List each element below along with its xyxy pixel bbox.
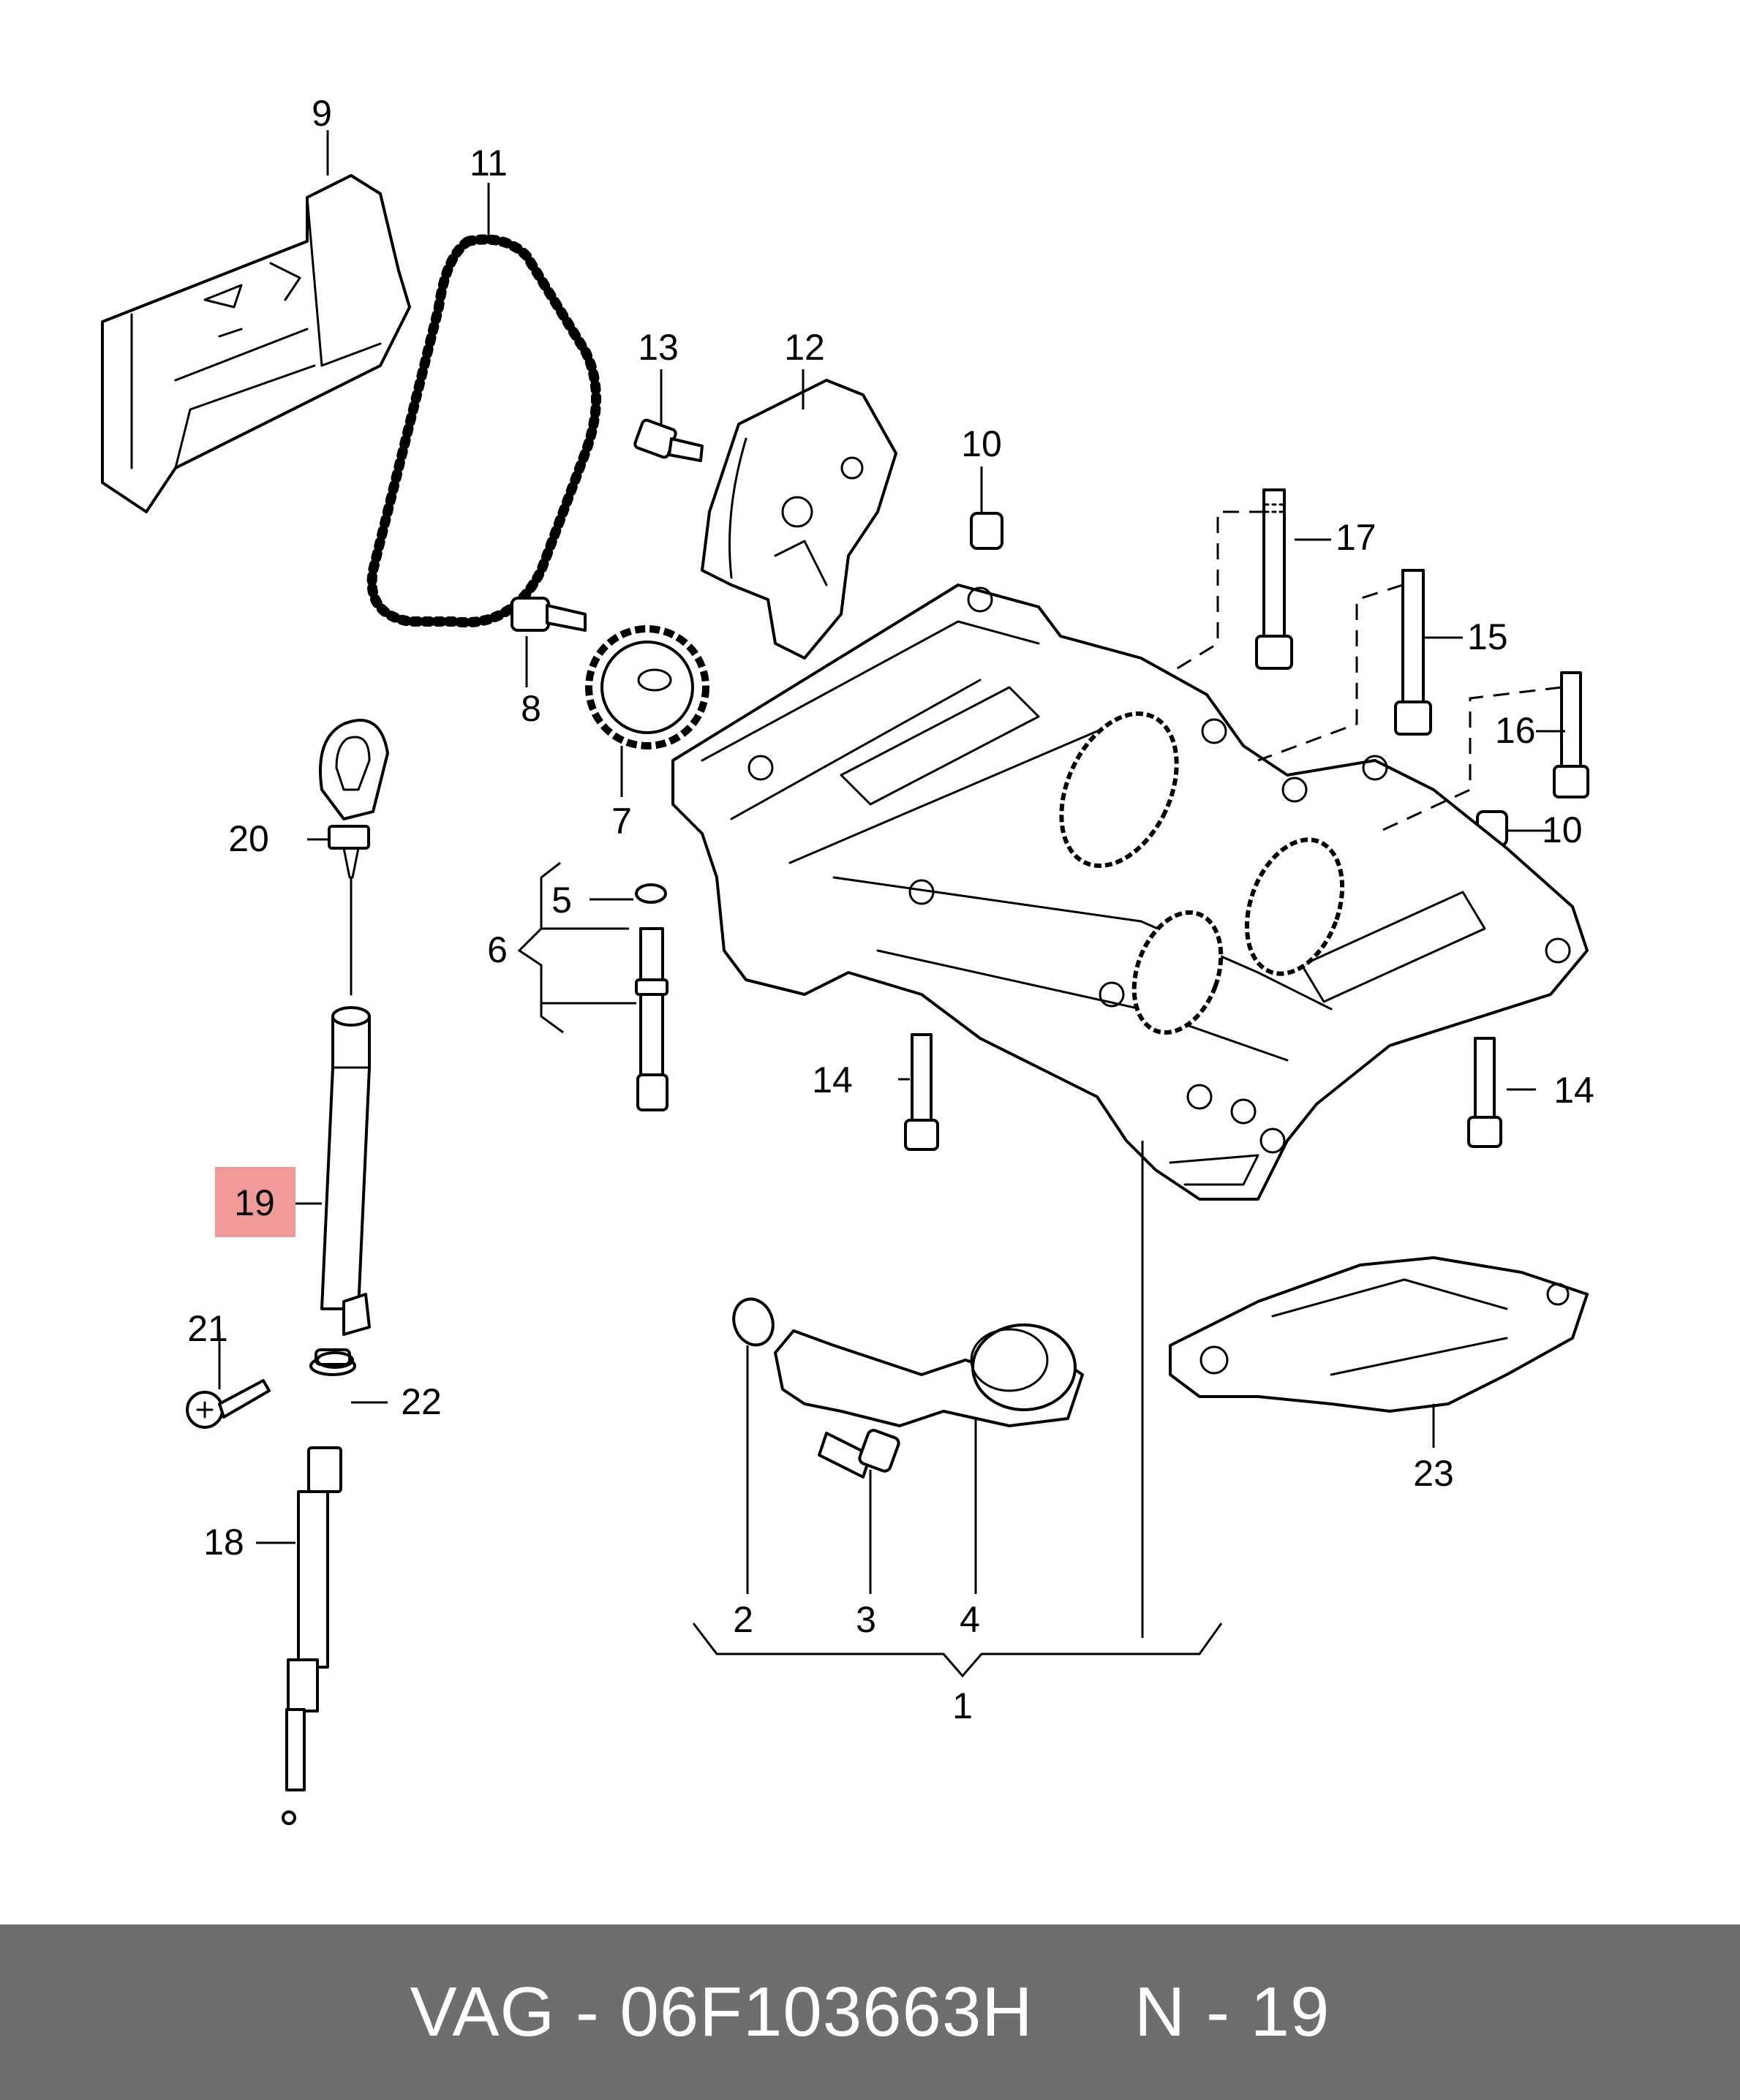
callout-13: 13 [638,327,679,368]
exploded-parts-diagram: 9 11 13 12 10 17 15 16 10 8 7 5 6 20 14 … [101,93,1594,1825]
part-14-bolt-left [904,1033,939,1151]
callout-14-left: 14 [812,1060,853,1100]
part-4-suction-pipe [774,1323,1084,1427]
part-18-lower-tube [282,1446,342,1825]
part-17-bolt [1255,488,1293,670]
callout-labels: 9 11 13 12 10 17 15 16 10 8 7 5 6 20 14 … [187,93,1594,1726]
part-6-guide-pin [635,927,668,1111]
part-19-tube-end [316,1351,354,1369]
footer-part-number-text: VAG - 06F103663H N - 19 [410,1973,1330,2051]
callout-2: 2 [733,1599,753,1640]
callout-20: 20 [228,818,269,859]
callout-10-right: 10 [1542,809,1583,850]
part-7-sprocket [585,625,709,749]
callout-17: 17 [1336,517,1376,558]
callout-11: 11 [470,143,508,184]
part-number-footer: VAG - 06F103663H N - 19 [0,1925,1740,2100]
part-2-o-ring [732,1297,775,1347]
part-10-pin-upper [970,512,1003,550]
callout-10-upper: 10 [961,423,1002,464]
part-8-bolt [511,597,587,632]
callout-4: 4 [960,1599,980,1640]
callout-7: 7 [611,801,632,842]
part-15-bolt [1394,569,1432,736]
part-23-baffle [1169,1256,1589,1413]
callout-9: 9 [312,93,332,134]
part-1-balancer-housing [671,583,1589,1201]
callout-1: 1 [952,1685,973,1726]
callout-19: 19 [234,1182,275,1223]
part-11-timing-chain [366,234,601,628]
part-12-chain-tensioner [701,379,897,660]
callout-3: 3 [856,1599,876,1640]
part-14-bolt-right [1467,1037,1502,1148]
part-19-dipstick-guide-tube [320,1006,371,1336]
callout-12: 12 [784,327,825,368]
leader-lines [218,130,1565,1678]
callout-6: 6 [487,929,508,970]
part-9-chain-cover [101,174,411,513]
part-5-seal [635,883,667,904]
part-3-bolt [818,1429,900,1478]
part-21-screw [186,1379,271,1429]
callout-18: 18 [203,1522,244,1563]
callout-5: 5 [551,880,572,921]
callout-16: 16 [1495,710,1536,751]
callout-8: 8 [521,688,541,729]
part-20-dipstick-handle [319,719,389,996]
callout-23: 23 [1413,1453,1454,1494]
part-13-bolt [633,418,704,462]
callout-22: 22 [401,1381,442,1422]
part-16-bolt [1553,671,1589,798]
callout-14-right: 14 [1553,1070,1594,1111]
callout-21: 21 [187,1308,228,1349]
callout-15: 15 [1467,616,1508,657]
highlight-box-19 [215,1167,295,1237]
